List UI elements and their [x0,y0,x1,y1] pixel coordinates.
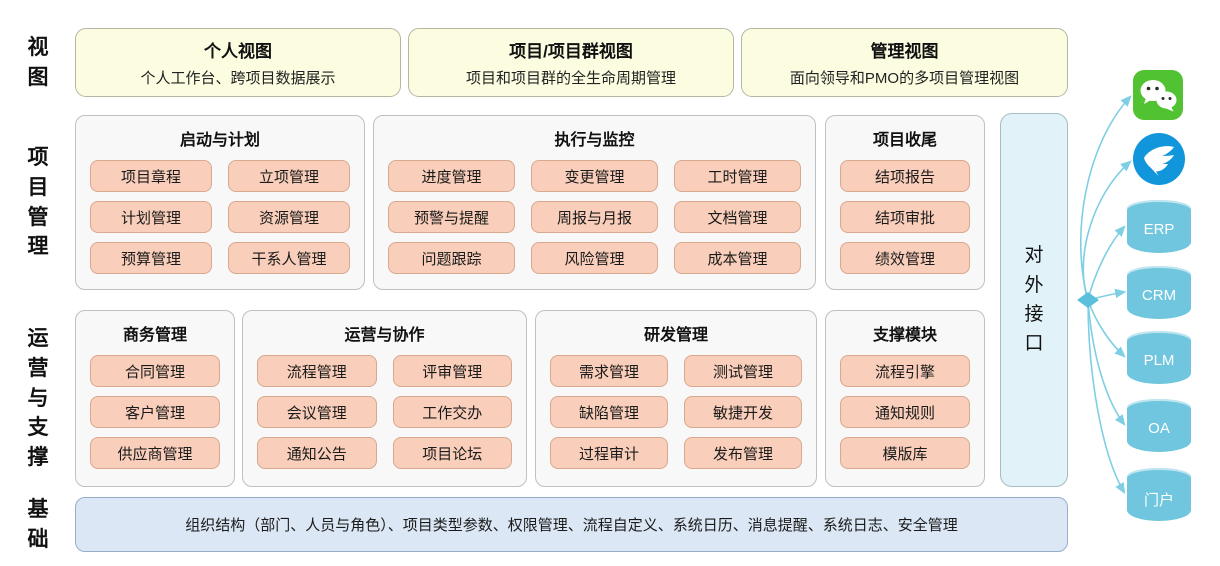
view-box-personal: 个人视图 个人工作台、跨项目数据展示 [75,28,401,97]
group-title: 研发管理 [643,327,708,344]
system-cylinder-crm: CRM [1127,266,1191,319]
cylinder-top [1127,266,1191,283]
module-chip: 模版库 [840,437,970,469]
external-interface-box: 对外接口 [1000,113,1068,487]
cylinder-top [1127,468,1191,485]
rail-label-view-text: 视图 [27,36,49,89]
group-title: 执行与监控 [554,132,635,149]
group-execution-monitoring: 执行与监控 进度管理 变更管理 工时管理 预警与提醒 周报与月报 文档管理 问题… [373,115,816,290]
module-chip: 供应商管理 [90,437,220,469]
group-rd-management: 研发管理 需求管理 测试管理 缺陷管理 敏捷开发 过程审计 发布管理 [535,310,817,487]
external-interface-label: 对外接口 [1024,245,1044,355]
module-chip: 资源管理 [228,201,350,233]
chip-grid: 进度管理 变更管理 工时管理 预警与提醒 周报与月报 文档管理 问题跟踪 风险管… [374,160,815,274]
module-chip: 干系人管理 [228,242,350,274]
view-box-title: 项目/项目群视图 [509,42,633,61]
rail-label-pm-text: 项目管理 [27,145,49,259]
module-chip: 工作交办 [392,396,512,428]
module-chip: 需求管理 [550,355,668,387]
system-cylinder-oa: OA [1127,399,1191,452]
chip-grid: 流程引擎 通知规则 模版库 [826,355,984,469]
module-chip: 流程引擎 [840,355,970,387]
system-label: CRM [1141,287,1177,304]
module-chip: 风险管理 [531,242,658,274]
view-box-title: 管理视图 [870,42,939,61]
system-label: 门户 [1143,492,1174,509]
system-cylinder-plm: PLM [1127,331,1191,384]
cylinder-top [1127,399,1191,416]
module-chip: 缺陷管理 [550,396,668,428]
chip-grid: 需求管理 测试管理 缺陷管理 敏捷开发 过程审计 发布管理 [536,355,816,469]
rail-label-ops-text: 运营与支撑 [27,326,49,470]
view-box-title: 个人视图 [204,42,272,61]
rail-label-operations-support: 运营与支撑 [16,310,60,487]
system-cylinder-portal: 门户 [1127,468,1191,521]
view-box-subtitle: 项目和项目群的全生命周期管理 [465,70,676,87]
dingtalk-icon [1133,133,1185,185]
group-support-modules: 支撑模块 流程引擎 通知规则 模版库 [825,310,985,487]
view-box-management: 管理视图 面向领导和PMO的多项目管理视图 [741,28,1068,97]
module-chip: 文档管理 [674,201,801,233]
view-box-subtitle: 个人工作台、跨项目数据展示 [140,70,336,87]
module-chip: 预算管理 [90,242,212,274]
module-chip: 流程管理 [257,355,377,387]
foundation-text: 组织结构（部门、人员与角色）、项目类型参数、权限管理、流程自定义、系统日历、消息… [185,517,958,534]
module-chip: 通知公告 [257,437,377,469]
group-title: 项目收尾 [872,132,937,149]
module-chip: 变更管理 [531,160,658,192]
chip-grid: 项目章程 立项管理 计划管理 资源管理 预算管理 干系人管理 [76,160,364,274]
module-chip: 测试管理 [684,355,802,387]
system-label: OA [1148,420,1170,437]
module-chip: 项目章程 [90,160,212,192]
chip-grid: 流程管理 评审管理 会议管理 工作交办 通知公告 项目论坛 [243,355,526,469]
cylinder-top [1127,331,1191,348]
module-chip: 过程审计 [550,437,668,469]
module-chip: 计划管理 [90,201,212,233]
module-chip: 结项报告 [840,160,970,192]
module-chip: 成本管理 [674,242,801,274]
chip-grid: 结项报告 结项审批 绩效管理 [826,160,984,274]
rail-label-foundation: 基础 [16,497,60,552]
module-chip: 进度管理 [388,160,515,192]
wechat-icon [1133,70,1183,120]
system-cylinder-erp: ERP [1127,200,1191,253]
module-chip: 工时管理 [674,160,801,192]
system-label: ERP [1143,221,1175,238]
system-label: PLM [1143,352,1175,369]
rail-label-project-management: 项目管理 [16,115,60,290]
module-chip: 绩效管理 [840,242,970,274]
group-title: 运营与协作 [344,327,425,344]
group-title: 支撑模块 [872,327,937,344]
module-chip: 周报与月报 [531,201,658,233]
cylinder-top [1127,200,1191,217]
module-chip: 评审管理 [392,355,512,387]
module-chip: 问题跟踪 [388,242,515,274]
rail-label-base-text: 基础 [27,497,49,551]
module-chip: 发布管理 [684,437,802,469]
group-title: 商务管理 [122,327,187,344]
group-project-closing: 项目收尾 结项报告 结项审批 绩效管理 [825,115,985,290]
group-operation-collaboration: 运营与协作 流程管理 评审管理 会议管理 工作交办 通知公告 项目论坛 [242,310,527,487]
module-chip: 立项管理 [228,160,350,192]
integration-arrows [1077,95,1132,495]
group-business-management: 商务管理 合同管理 客户管理 供应商管理 [75,310,235,487]
view-box-project: 项目/项目群视图 项目和项目群的全生命周期管理 [408,28,734,97]
module-chip: 客户管理 [90,396,220,428]
arrow-hub-diamond [1077,292,1099,308]
foundation-bar: 组织结构（部门、人员与角色）、项目类型参数、权限管理、流程自定义、系统日历、消息… [75,497,1068,552]
group-title: 启动与计划 [179,132,260,149]
module-chip: 敏捷开发 [684,396,802,428]
group-initiation-planning: 启动与计划 项目章程 立项管理 计划管理 资源管理 预算管理 干系人管理 [75,115,365,290]
module-chip: 预警与提醒 [388,201,515,233]
rail-label-view: 视图 [16,28,60,98]
module-chip: 会议管理 [257,396,377,428]
module-chip: 结项审批 [840,201,970,233]
module-chip: 项目论坛 [392,437,512,469]
chip-grid: 合同管理 客户管理 供应商管理 [76,355,234,469]
view-box-subtitle: 面向领导和PMO的多项目管理视图 [789,70,1020,87]
module-chip: 合同管理 [90,355,220,387]
module-chip: 通知规则 [840,396,970,428]
